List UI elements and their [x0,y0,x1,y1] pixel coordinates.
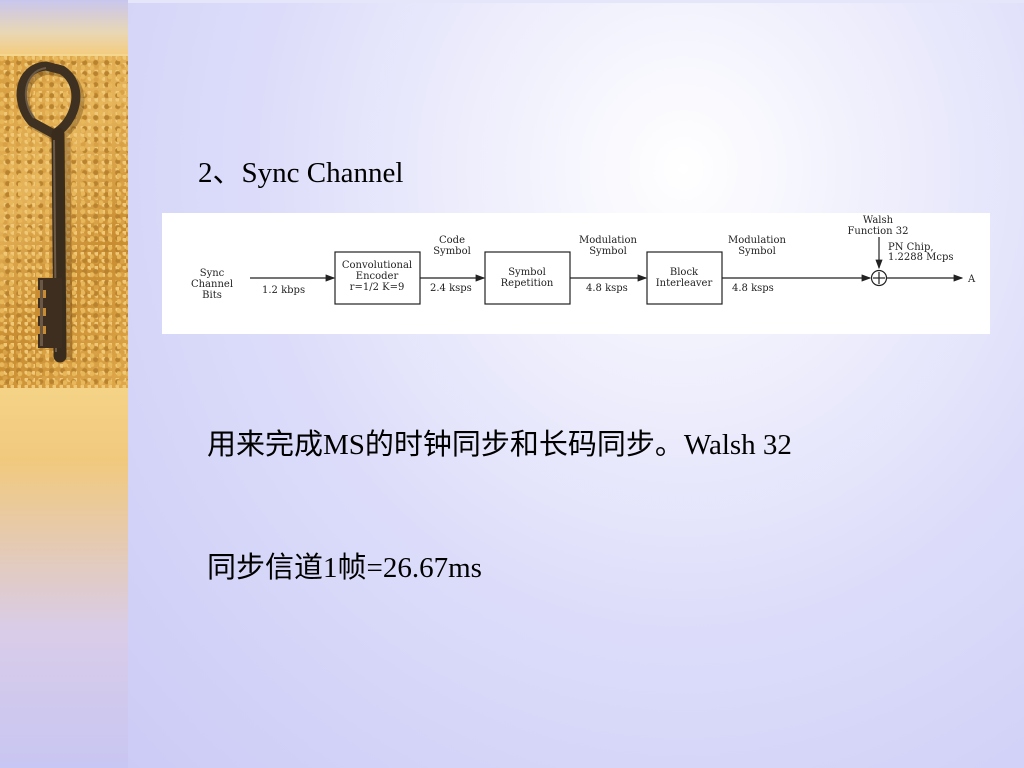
encoder-label: r=1/2 K=9 [350,282,405,293]
code-symbol-label: Symbol [433,246,471,257]
rate-label: 2.4 ksps [430,283,472,294]
description-text: 用来完成MS的时钟同步和长码同步。Walsh 32 [207,429,792,461]
modulation-symbol-label: Modulation [728,235,786,246]
pn-chip-label: PN Chip, [888,242,934,253]
rate-label: 4.8 ksps [732,283,774,294]
slide-content [128,0,1024,768]
frame-duration-text: 同步信道1帧=26.67ms [207,552,482,584]
repetition-label: Symbol [508,267,546,278]
walsh-label: Function 32 [847,226,908,237]
rate-label: 4.8 ksps [586,283,628,294]
block-interleaver-block [646,251,723,305]
repetition-label: Repetition [501,278,554,289]
output-label: A [967,274,976,285]
slide-top-line [128,0,1024,3]
input-label: Sync [200,268,225,279]
adder-icon [870,269,888,287]
modulation-symbol-label: Modulation [579,235,637,246]
slide-heading: 2、Sync Channel [198,157,404,189]
modulation-symbol-label: Symbol [738,246,776,257]
symbol-repetition-block [484,251,571,305]
sidebar-top-band [0,0,128,54]
pn-chip-label: 1.2288 Mcps [888,252,954,263]
key-image [0,56,128,388]
walsh-label: Walsh [863,215,894,226]
rate-label: 1.2 kbps [262,285,305,296]
key-bit [36,278,62,348]
input-label: Bits [202,290,222,301]
encoder-label: Encoder [356,271,399,282]
encoder-label: Convolutional [342,260,412,271]
code-symbol-label: Code [439,235,465,246]
interleaver-label: Interleaver [656,278,713,289]
modulation-symbol-label: Symbol [589,246,627,257]
interleaver-label: Block [670,267,699,278]
sync-channel-block-diagram: Sync Channel Bits 1.2 kbps Convolutional… [162,213,990,334]
input-label: Channel [191,279,233,290]
